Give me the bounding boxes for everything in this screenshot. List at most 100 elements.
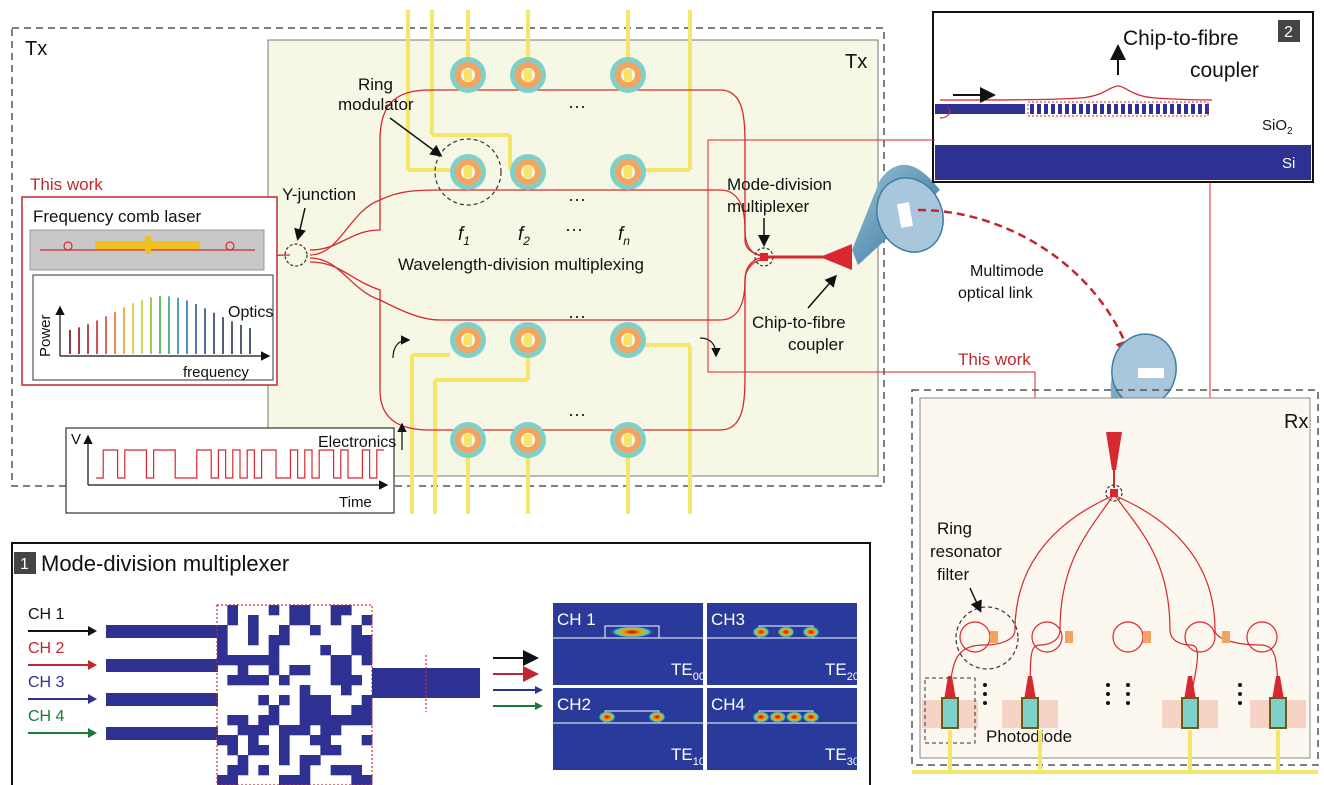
mode-te-label: TE00	[671, 660, 705, 683]
mode-channel-label: CH2	[557, 695, 591, 714]
voltage-label: V	[71, 431, 81, 448]
grating-tooth	[1058, 104, 1062, 114]
mdm-pixel	[299, 715, 311, 726]
electronics-label: Electronics	[318, 434, 396, 451]
mdm-pixel	[289, 725, 300, 736]
grating-tooth	[1037, 104, 1041, 114]
mdm-pixel	[351, 705, 362, 716]
mode-panel	[707, 603, 857, 685]
coupler-inset-title-1: Chip-to-fibre	[1123, 27, 1239, 50]
mode-lobe	[802, 711, 820, 723]
mdm-pixel	[299, 725, 311, 736]
rx-ring-heaters	[990, 631, 1230, 643]
mdm-pixel	[320, 725, 331, 736]
mode-lobe	[752, 626, 770, 638]
photodiode	[1021, 697, 1039, 729]
mdm-pixel	[217, 635, 228, 646]
mdm-pixel	[237, 665, 249, 676]
tx-chip-label: Tx	[845, 51, 867, 73]
tx-coupler-label-2: coupler	[788, 335, 844, 354]
mdm-pixel	[227, 655, 238, 666]
mdm-pixel	[258, 695, 269, 706]
power-label: Power	[37, 314, 54, 357]
grating-tooth	[1093, 104, 1097, 114]
ellipsis-row4: ···	[568, 404, 586, 424]
mdm-pixel	[299, 615, 311, 626]
grating-tooth	[1205, 104, 1209, 114]
mdm-pixel	[227, 745, 238, 756]
sio2-label: SiO2	[1262, 117, 1293, 137]
mdm-pixel	[361, 715, 373, 726]
mdm-pixel	[248, 635, 259, 646]
mdm-pixel	[310, 755, 321, 766]
mdm-pixel	[279, 725, 290, 736]
mdm-pixel	[289, 665, 300, 676]
mdm-pixel	[227, 675, 238, 686]
grating-tooth	[1191, 104, 1195, 114]
mdm-pixel	[330, 615, 342, 626]
mdm-pixel	[299, 705, 311, 716]
grating-tooth	[1135, 104, 1139, 114]
mdm-input-arrowhead	[88, 728, 97, 738]
mdm-pixel	[279, 675, 290, 686]
mdm-pixel	[361, 695, 373, 706]
mdm-pixel	[217, 735, 228, 746]
rx-outer-box	[911, 389, 1319, 766]
mdm-pixel	[248, 625, 259, 636]
fn-label: fn	[618, 224, 630, 248]
mdm-input-label: CH 2	[28, 640, 65, 657]
mdm-pixel	[361, 735, 373, 746]
frequency-label: frequency	[183, 364, 249, 381]
mdm-pixel	[268, 715, 280, 726]
mdm-pixel	[258, 725, 269, 736]
mdm-pixel	[279, 775, 290, 785]
photodiode	[1181, 697, 1199, 729]
mdm-pixel	[341, 665, 352, 676]
mdm-pixel	[299, 695, 311, 706]
grating-tooth	[1100, 104, 1104, 114]
mode-lobe	[768, 711, 787, 723]
mdm-pixel	[310, 715, 321, 726]
mdm-pixel	[310, 735, 321, 746]
grating-tooth	[1184, 104, 1188, 114]
rx-mdm-highlight	[1105, 484, 1123, 502]
coupler-field-left	[939, 107, 951, 119]
mdm-pixel	[361, 635, 373, 646]
mdm-pixel	[320, 705, 331, 716]
mdm-pixel	[341, 685, 352, 696]
mdm-input-label: CH 3	[28, 674, 65, 691]
mode-panel	[553, 688, 703, 770]
tx-outer-box	[11, 27, 885, 487]
ring-modulator-highlight	[434, 138, 502, 206]
mode-channel-label: CH4	[711, 695, 745, 714]
mdm-input-waveguide	[106, 625, 218, 638]
mdm-pixel	[310, 705, 321, 716]
mdm-pixel	[237, 725, 249, 736]
mdm-pixel	[248, 725, 259, 736]
grating-tooth	[1030, 104, 1034, 114]
y-junction-arrow	[294, 207, 306, 241]
optics-label: Optics	[228, 304, 273, 321]
rx-filter-label-2: resonator	[930, 542, 1002, 561]
mdm-pixel	[248, 675, 259, 686]
mdm-pixel	[227, 765, 238, 776]
grating-tooth	[1051, 104, 1055, 114]
photodiode-label: Photodiode	[986, 727, 1072, 746]
rx-filter-arrow	[969, 587, 982, 613]
ring-modulator-label-2: modulator	[338, 95, 414, 114]
mdm-input-waveguide	[106, 727, 218, 740]
mdm-pixel	[351, 715, 362, 726]
mdm-pixel	[237, 715, 249, 726]
rx-filter-label-1: Ring	[937, 519, 972, 538]
mdm-pixel	[279, 635, 290, 646]
rx-filter-highlight	[955, 606, 1019, 670]
mdm-pixel	[227, 735, 238, 746]
mdm-pixel	[351, 625, 362, 636]
coupler-field-profile	[939, 85, 1213, 101]
grating-tooth	[1114, 104, 1118, 114]
mdm-pixel	[258, 675, 269, 686]
comb-laser-title: Frequency comb laser	[33, 207, 202, 226]
si-substrate	[935, 145, 1311, 180]
mdm-pixel	[279, 745, 290, 756]
